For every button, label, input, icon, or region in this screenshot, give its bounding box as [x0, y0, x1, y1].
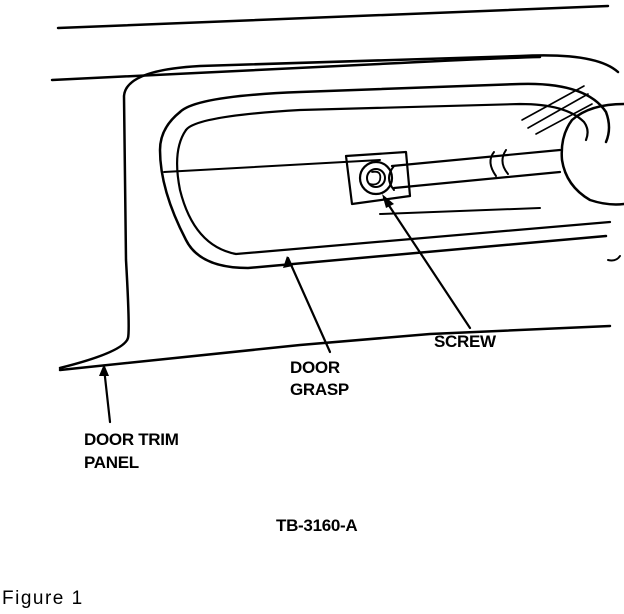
screw-label: SCREW	[434, 332, 496, 351]
screwdriver-ring	[501, 149, 509, 175]
panel-right-edge	[607, 255, 621, 262]
door-trim-panel-label-line1: DOOR TRIM	[84, 430, 179, 449]
door-trim-panel-label-line2: PANEL	[84, 453, 139, 472]
figure-code: TB-3160-A	[276, 516, 358, 535]
door-grasp-label-line1: DOOR	[290, 358, 340, 377]
trim-panel-outline	[58, 54, 620, 370]
screw-slot	[369, 170, 382, 186]
screw-plate	[344, 150, 412, 206]
screwdriver-ring	[489, 151, 497, 177]
middle-trim-line	[50, 55, 542, 82]
leader-screw	[382, 196, 472, 330]
screwdriver-tip	[388, 165, 395, 191]
door-grasp-inner	[184, 102, 589, 142]
screw-head-inner	[366, 168, 386, 188]
screwdriver-shaft	[390, 148, 562, 190]
door-grasp-outer-lower	[158, 110, 608, 270]
shading-stroke	[527, 93, 589, 129]
trim-panel-bottom-edge	[58, 324, 612, 372]
grasp-lower-ledge	[379, 207, 541, 215]
door-grasp-label-line2: GRASP	[290, 380, 349, 399]
leader-trim-panel	[102, 366, 112, 424]
grasp-ledge	[163, 159, 381, 173]
shading-stroke	[521, 85, 585, 121]
screwdriver-handle	[560, 102, 624, 206]
shading-stroke	[535, 103, 593, 135]
arrowhead-trim-panel	[99, 364, 109, 376]
upper-trim-line	[56, 4, 610, 30]
arrowhead-screw	[382, 194, 394, 208]
figure-caption: Figure 1	[2, 588, 84, 609]
arrowhead-door-grasp	[283, 256, 293, 268]
screw-head	[358, 160, 394, 196]
door-grasp-inner-lower	[175, 128, 612, 256]
leader-door-grasp	[286, 256, 332, 354]
door-grasp-outer	[178, 82, 611, 144]
